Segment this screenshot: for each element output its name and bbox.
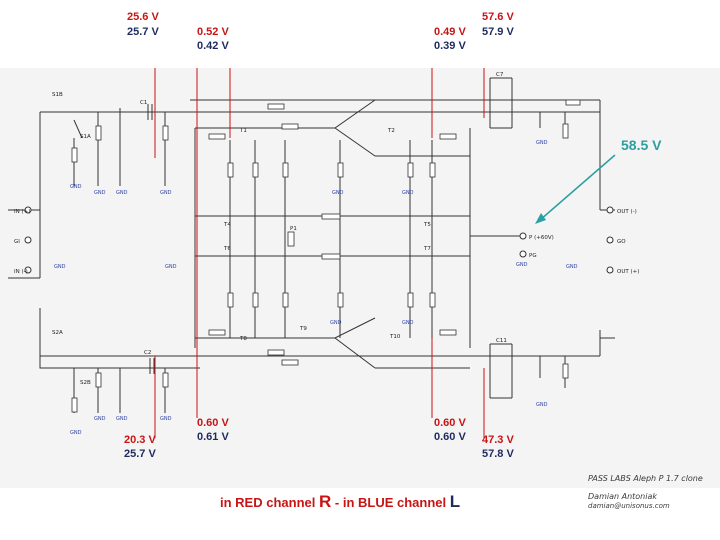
svg-text:GND: GND	[116, 190, 128, 196]
svg-text:T2: T2	[387, 128, 395, 134]
voltage-bot-right2-blue: 57.8 V	[482, 448, 514, 460]
svg-text:GND: GND	[116, 416, 128, 422]
voltage-top-left-blue: 25.7 V	[127, 26, 159, 38]
legend-blue-text: - in BLUE channel	[334, 495, 447, 510]
svg-text:GND: GND	[54, 264, 66, 270]
svg-text:GND: GND	[566, 264, 578, 270]
svg-text:GND: GND	[536, 140, 548, 146]
svg-text:GND: GND	[165, 264, 177, 270]
credits-title: PASS LABS Aleph P 1.7 clone	[588, 474, 703, 483]
svg-text:GI: GI	[14, 239, 20, 245]
svg-text:T7: T7	[423, 246, 431, 252]
svg-text:GND: GND	[402, 320, 414, 326]
svg-text:T4: T4	[223, 222, 231, 228]
svg-text:C7: C7	[496, 72, 504, 78]
svg-text:IN (+): IN (+)	[14, 209, 30, 215]
svg-text:GND: GND	[94, 416, 106, 422]
voltage-top-right1-red: 0.49 V	[434, 26, 466, 38]
rail-voltage-label: 58.5 V	[621, 137, 662, 153]
svg-text:OUT (-): OUT (-)	[617, 209, 637, 215]
svg-text:GND: GND	[330, 320, 342, 326]
svg-text:GND: GND	[516, 262, 528, 268]
svg-text:GND: GND	[332, 190, 344, 196]
legend-l: L	[449, 492, 461, 511]
svg-text:IN (-): IN (-)	[14, 269, 28, 275]
voltage-bot-right1-red: 0.60 V	[434, 417, 466, 429]
voltage-top-right2-red: 57.6 V	[482, 11, 514, 23]
voltage-bot-left-red: 20.3 V	[124, 434, 156, 446]
svg-text:T9: T9	[299, 326, 307, 332]
svg-text:GO: GO	[617, 239, 626, 245]
svg-text:P1: P1	[290, 226, 297, 232]
svg-text:GND: GND	[70, 184, 82, 190]
legend-r: R	[318, 492, 332, 511]
svg-text:GND: GND	[160, 416, 172, 422]
svg-text:P (+60V): P (+60V)	[529, 235, 554, 241]
voltage-top-right2-blue: 57.9 V	[482, 26, 514, 38]
svg-text:T6: T6	[223, 246, 231, 252]
svg-text:C11: C11	[496, 338, 507, 344]
voltage-bot-right1-blue: 0.60 V	[434, 431, 466, 443]
svg-text:S2B: S2B	[80, 380, 91, 386]
svg-text:PG: PG	[529, 253, 537, 259]
voltage-top-mid-red: 0.52 V	[197, 26, 229, 38]
voltage-bot-mid-red: 0.60 V	[197, 417, 229, 429]
svg-text:OUT (+): OUT (+)	[617, 269, 639, 275]
svg-text:GND: GND	[160, 190, 172, 196]
legend-red-text: in RED channel	[220, 495, 316, 510]
svg-text:T1: T1	[239, 128, 247, 134]
voltage-top-right1-blue: 0.39 V	[434, 40, 466, 52]
svg-text:T8: T8	[239, 336, 247, 342]
svg-text:S1A: S1A	[80, 134, 91, 140]
svg-text:S2A: S2A	[52, 330, 63, 336]
channel-legend: in RED channel R - in BLUE channel L	[220, 492, 460, 512]
credits-email: damian@unisonus.com	[588, 502, 670, 510]
svg-text:GND: GND	[536, 402, 548, 408]
rail-arrow-icon	[535, 154, 616, 224]
svg-text:T10: T10	[389, 334, 401, 340]
svg-text:C2: C2	[144, 350, 151, 356]
svg-text:GND: GND	[94, 190, 106, 196]
svg-text:GND: GND	[70, 430, 82, 436]
svg-text:S1B: S1B	[52, 92, 63, 98]
voltage-top-left-red: 25.6 V	[127, 11, 159, 23]
credits-author: Damian Antoniak	[588, 492, 657, 501]
voltage-top-mid-blue: 0.42 V	[197, 40, 229, 52]
voltage-bot-left-blue: 25.7 V	[124, 448, 156, 460]
svg-text:C1: C1	[140, 100, 147, 106]
voltage-bot-right2-red: 47.3 V	[482, 434, 514, 446]
svg-text:T5: T5	[423, 222, 431, 228]
svg-text:GND: GND	[402, 190, 414, 196]
voltage-bot-mid-blue: 0.61 V	[197, 431, 229, 443]
